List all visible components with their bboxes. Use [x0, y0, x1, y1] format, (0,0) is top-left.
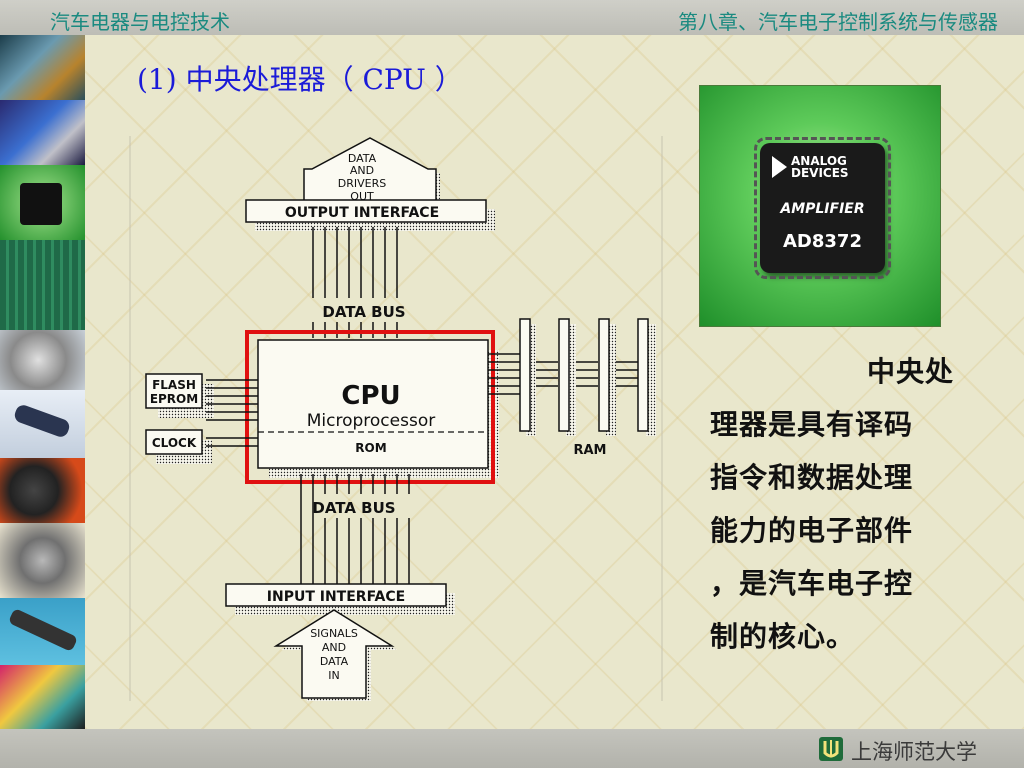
input-arrow-line-2: AND — [322, 641, 346, 654]
data-bus-bottom-label: DATA BUS — [312, 499, 395, 517]
course-title: 汽车电器与电控技术 — [50, 10, 230, 34]
clock-label: CLOCK — [152, 436, 197, 450]
description-line: 中央处 — [866, 355, 954, 388]
bottom-bus-lines — [300, 474, 410, 584]
input-interface-box — [225, 583, 447, 607]
output-arrow-line-3: DRIVERS — [338, 177, 386, 190]
output-arrow-line-1: DATA — [348, 152, 377, 165]
data-bus-top-label: DATA BUS — [322, 303, 405, 321]
input-arrow-line-4: IN — [328, 669, 339, 682]
input-arrow-line-1: SIGNALS — [310, 627, 358, 640]
input-arrow — [273, 609, 397, 701]
output-interface-box — [245, 199, 487, 223]
chip-kind: AMPLIFIER — [780, 201, 865, 217]
chapter-title: 第八章、汽车电子控制系统与传感器 — [678, 10, 998, 34]
circuit-board-thumb — [0, 35, 85, 100]
cpu-block-diagram: DATA AND DRIVERS OUT OUTPUT INTERFACE DA… — [129, 136, 663, 701]
description-line: 指令和数据处理 — [710, 461, 914, 494]
ad8372-chip-photo: ANALOG DEVICES AMPLIFIER AD8372 — [699, 85, 941, 327]
output-interface-label: OUTPUT INTERFACE — [285, 205, 439, 221]
input-interface-label: INPUT INTERFACE — [267, 589, 405, 605]
chip-modules-thumb — [0, 100, 85, 165]
flash-eprom-box — [145, 373, 203, 409]
sensor-thumb — [0, 330, 85, 390]
slide-title: (1) 中央处理器（ CPU ） — [137, 63, 463, 96]
cpu-title: CPU — [341, 381, 400, 411]
flash-eprom-line-1: FLASH — [152, 378, 196, 392]
airflow-meter-thumb — [0, 458, 85, 523]
input-arrow-line-3: DATA — [320, 655, 349, 668]
university-logo-icon — [819, 737, 843, 761]
university-name: 上海师范大学 — [851, 740, 977, 764]
crank-sensor-thumb — [0, 598, 85, 665]
analog-devices-logo: ANALOG DEVICES — [772, 155, 849, 179]
description-line: 制的核心。 — [710, 620, 856, 653]
throttle-sensor-thumb — [0, 523, 85, 598]
chip-assortment-thumb — [0, 665, 85, 729]
flash-eprom-lines — [206, 379, 258, 421]
description-line: ，是汽车电子控 — [710, 567, 914, 600]
sidebar-image-strip — [0, 35, 85, 729]
chip-brand-line-2: DEVICES — [791, 166, 849, 180]
clock-box — [145, 429, 203, 455]
cpu-highlight-frame — [245, 330, 495, 484]
chip-package: ANALOG DEVICES AMPLIFIER AD8372 — [754, 137, 891, 279]
footer-bar: 上海师范大学 — [0, 729, 1024, 768]
header-bar: 汽车电器与电控技术 第八章、汽车电子控制系统与传感器 — [0, 0, 1024, 35]
ram-label: RAM — [573, 443, 606, 458]
chip-brand-line-1: ANALOG — [791, 154, 847, 168]
temperature-sensor-thumb — [0, 390, 85, 458]
ram-modules — [519, 318, 656, 436]
chip-pins — [754, 137, 891, 279]
cpu-box — [257, 339, 489, 469]
pcb-thumb — [0, 240, 85, 330]
chip-part-number: AD8372 — [783, 231, 862, 252]
cpu-subtitle: Microprocessor — [307, 411, 435, 431]
rom-label: ROM — [355, 441, 386, 455]
ad8372-chip-thumb — [0, 165, 85, 240]
description-line: 能力的电子部件 — [710, 514, 914, 547]
cpu-description: 中央处 理器是具有译码 指令和数据处理 能力的电子部件 ，是汽车电子控 制的核心… — [710, 345, 960, 663]
output-arrow-line-2: AND — [350, 164, 374, 177]
top-bus-lines — [312, 227, 398, 338]
analog-devices-triangle-icon — [772, 156, 787, 178]
flash-eprom-line-2: EPROM — [150, 392, 198, 406]
description-line: 理器是具有译码 — [710, 408, 914, 441]
